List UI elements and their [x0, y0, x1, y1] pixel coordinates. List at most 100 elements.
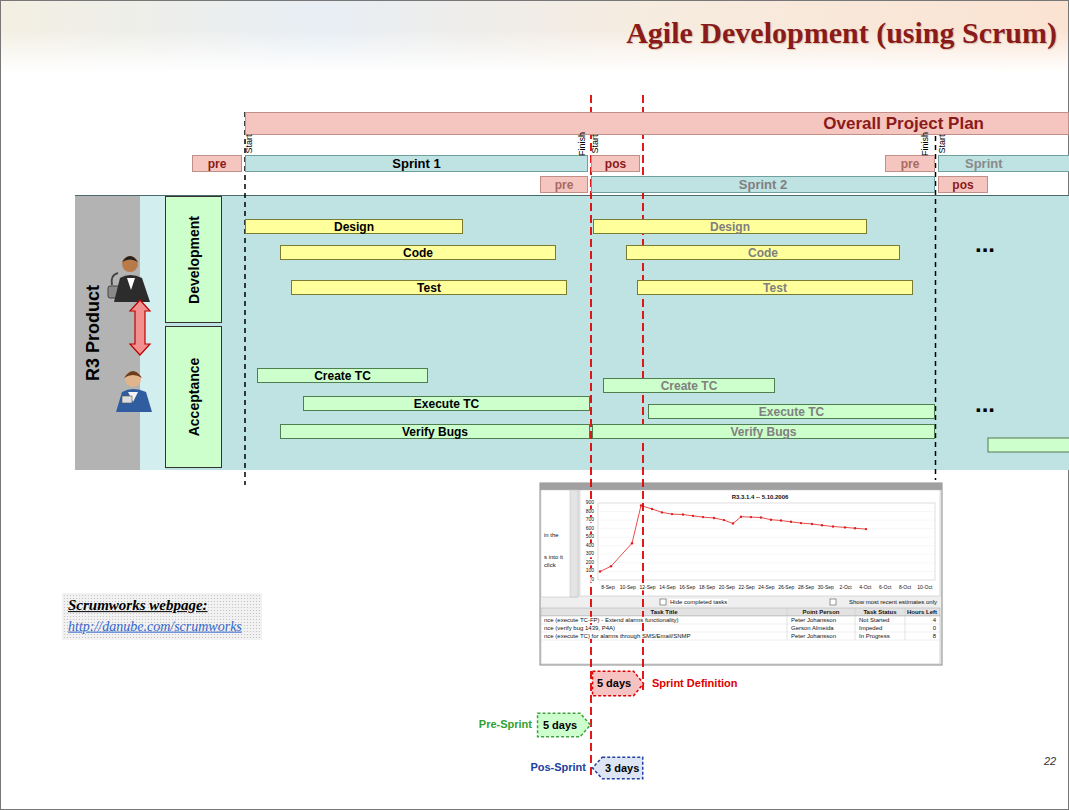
screenshot-text: Task Status	[862, 609, 897, 615]
screenshot-text: Peter Johansson	[790, 617, 837, 623]
screenshot-text: 20-Sep	[718, 585, 736, 590]
node-label: Create TC	[661, 380, 718, 392]
screenshot-text: Peter Johansson	[790, 633, 837, 639]
sprint-bar: Sprint	[938, 155, 1069, 172]
scrumworks-screenshot	[790, 521, 792, 523]
scrumworks-screenshot	[598, 528, 935, 529]
scrumworks-screenshot	[598, 511, 935, 512]
milestone-label: Start	[938, 134, 947, 153]
screenshot-text: nce (execute TC) for alarms through SMS/…	[543, 633, 692, 639]
scrumworks-screenshot	[598, 503, 935, 580]
screenshot-text: In Progress	[858, 633, 891, 639]
scrumworks-screenshot	[598, 545, 935, 546]
node-label: Overall Project Plan	[823, 115, 984, 132]
screenshot-text: Gerson Almeida	[790, 625, 835, 631]
scrumworks-screenshot	[570, 490, 578, 597]
scrumworks-screenshot	[599, 570, 601, 572]
phase-label: Sprint Definition	[652, 678, 738, 690]
scrumworks-screenshot	[780, 519, 782, 521]
scrumworks-screenshot	[692, 515, 694, 517]
scrumworks-screenshot	[865, 528, 867, 530]
screenshot-text: Task Title	[649, 609, 678, 615]
continuation-mark: ...	[975, 231, 995, 256]
node-label: pos	[952, 179, 973, 191]
arrow-outline	[593, 671, 644, 696]
screenshot-text: Hours Left	[906, 609, 938, 615]
scrumworks-screenshot	[580, 490, 940, 596]
scrumworks-screenshot	[770, 518, 772, 520]
plan-panel	[75, 196, 1069, 470]
sprint-boundary-line	[245, 112, 936, 485]
scrumworks-screenshot	[598, 520, 935, 521]
scrumworks-screenshot	[540, 483, 942, 665]
screenshot-text: 4	[932, 617, 937, 623]
screenshot-text: Impeded	[858, 625, 883, 631]
scrumworks-screenshot	[830, 599, 836, 605]
people-icons	[112, 273, 118, 285]
people-icons	[122, 396, 132, 403]
task-bar: Code	[626, 245, 900, 260]
duration-arrow: 5 days	[537, 713, 591, 737]
people-icons	[116, 389, 152, 412]
node-label: pos	[605, 158, 626, 170]
scrumworks-screenshot	[732, 522, 734, 524]
node-label: Test	[417, 282, 441, 294]
screenshot-text: 16-Sep	[678, 585, 696, 590]
node-label: Sprint	[965, 157, 1003, 170]
scrumworks-screenshot	[598, 554, 935, 555]
scrumworks-screenshot	[610, 565, 612, 567]
screenshot-text: 500	[585, 535, 595, 540]
project-plan-bar: Overall Project Plan	[245, 112, 1069, 135]
scrumworks-screenshot	[598, 571, 935, 572]
node-label: Design	[334, 221, 374, 233]
scrumworks-screenshot	[651, 508, 653, 510]
milestone-label: Finish	[578, 132, 587, 156]
task-bar: Create TC	[603, 378, 775, 393]
screenshot-text: 24-Sep	[757, 585, 775, 590]
scrumworks-screenshot	[811, 523, 813, 525]
screenshot-text: 18-Sep	[698, 585, 716, 590]
screenshot-text: 26-Sep	[777, 585, 795, 590]
screenshot-text: 200	[585, 560, 595, 565]
scrumworks-screenshot	[598, 562, 935, 563]
arrow-outline	[593, 757, 643, 779]
node-label: 5 days	[543, 720, 577, 731]
screenshot-text: 600	[585, 526, 595, 531]
duration-arrow: 5 days	[592, 671, 644, 696]
node-label: pre	[208, 158, 227, 170]
page-number: 22	[1044, 756, 1056, 768]
people-icons	[125, 371, 141, 387]
screenshot-text: 0	[590, 577, 595, 582]
scrumworks-screenshot	[661, 511, 663, 513]
scrumworks-screenshot	[541, 640, 940, 641]
screenshot-text: nce (verify bug 1439, P4A)	[543, 625, 616, 631]
scrumworks-screenshot	[600, 506, 866, 572]
screenshot-text: 10-Oct	[916, 585, 933, 590]
pre-sprint-bar: pre	[885, 155, 935, 172]
screenshot-text: click	[543, 562, 557, 568]
milestone-label: Start	[245, 134, 254, 153]
screenshot-text: 12-Sep	[639, 585, 657, 590]
screenshot-text: 10-Sep	[619, 585, 637, 590]
task-bar: Execute TC	[303, 396, 590, 411]
people-icons	[114, 275, 150, 302]
task-bar: Design	[593, 219, 867, 234]
scrumworks-screenshot	[541, 490, 578, 597]
pos-sprint-bar: pos	[938, 176, 988, 193]
people-icons	[122, 256, 138, 272]
node-label: Design	[710, 221, 750, 233]
screenshot-text: 400	[585, 543, 595, 548]
title-banner	[0, 0, 1069, 72]
sprint-bar: Sprint 2	[591, 176, 935, 193]
screenshot-text: Show most recent estimates only	[848, 599, 938, 605]
scrumworks-screenshot	[598, 537, 935, 538]
sprint-bar: Sprint 1	[245, 155, 588, 172]
task-bar: Verify Bugs	[592, 424, 935, 439]
slide-title: Agile Development (using Scrum)	[626, 16, 1057, 50]
screenshot-text: Not Started	[858, 617, 890, 623]
plan-panel	[75, 196, 140, 470]
screenshot-text: 6-Oct	[878, 585, 892, 590]
scrumworks-screenshot	[540, 483, 942, 490]
title-banner	[0, 0, 1069, 72]
task-bar: Test	[637, 280, 913, 295]
